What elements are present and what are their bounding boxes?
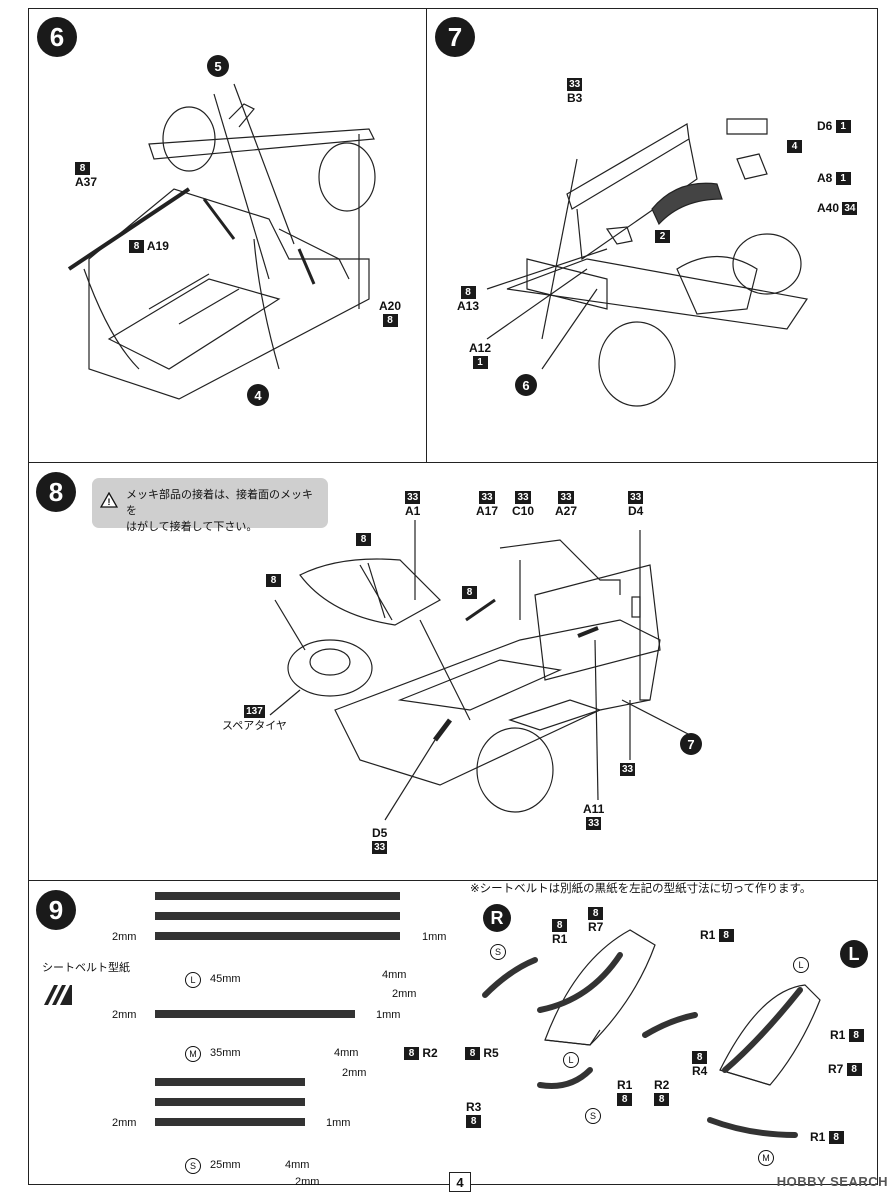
part-ref-5: 5 xyxy=(207,55,229,77)
dim-length-m: 35mm xyxy=(210,1047,241,1059)
belt-strip-s1 xyxy=(155,1078,305,1086)
dim-tip-s: 1mm xyxy=(326,1117,351,1129)
label-a19: 8 A19 xyxy=(129,239,169,254)
caution-note: ! メッキ部品の接着は、接着面のメッキを はがして接着して下さい。 xyxy=(92,478,328,533)
dim-2mm-s: 2mm xyxy=(295,1176,320,1188)
label-d6: D6 1 xyxy=(817,119,851,134)
size-m-marker-l: M xyxy=(758,1150,774,1166)
label-a37: 8 A37 xyxy=(75,162,98,190)
label-r5: 8 R5 xyxy=(465,1046,499,1061)
label-r3: R3 8 xyxy=(466,1100,482,1129)
step-7-number: 7 xyxy=(435,17,475,57)
label-a20: A20 8 xyxy=(379,299,402,328)
label-r2-a: 8 R2 xyxy=(404,1046,438,1061)
label-r2-b: R2 8 xyxy=(654,1078,670,1107)
warning-icon: ! xyxy=(100,492,118,508)
step-6-number: 6 xyxy=(37,17,77,57)
size-s-label: S xyxy=(185,1158,201,1174)
label-r1-a: 8 R1 xyxy=(552,919,568,947)
label-a13: 8 A13 xyxy=(457,286,480,314)
belt-strip-l3 xyxy=(155,932,400,940)
size-s-marker-r: S xyxy=(490,944,506,960)
label-r1-e: R1 8 xyxy=(810,1130,844,1145)
belt-strip-s3 xyxy=(155,1118,305,1126)
belt-strip-l2 xyxy=(155,912,400,920)
step-6-panel: 6 5 8 A37 8 A19 A20 8 4 xyxy=(28,8,428,463)
size-s-marker-r2: S xyxy=(585,1108,601,1124)
side-left-marker: L xyxy=(840,940,868,968)
size-l-label: L xyxy=(185,972,201,988)
dim-width-l: 2mm xyxy=(112,931,137,943)
label-a40: A40 34 xyxy=(817,201,858,216)
label-r4: 8 R4 xyxy=(692,1051,708,1079)
belt-strip-m xyxy=(155,1010,355,1018)
label-r1-b: R1 8 xyxy=(700,928,734,943)
label-d4: 33 D4 xyxy=(628,491,644,519)
label-d5: D5 33 xyxy=(372,826,388,855)
label-part-2: 2 xyxy=(655,229,670,244)
label-33: 33 xyxy=(620,763,636,777)
step-9-panel xyxy=(28,880,878,1185)
seatbelt-template-label: シートベルト型紙 xyxy=(42,962,130,974)
dim-width-s: 2mm xyxy=(112,1117,137,1129)
dim-tip-m: 1mm xyxy=(376,1009,401,1021)
step-9-number: 9 xyxy=(36,890,76,930)
label-a11: A11 33 xyxy=(583,802,605,831)
label-8-tire: 8 xyxy=(266,573,281,588)
side-right-marker: R xyxy=(483,904,511,932)
dim-4mm-s: 4mm xyxy=(285,1159,310,1171)
step-7-illustration xyxy=(486,118,809,407)
part-ref-6: 6 xyxy=(515,374,537,396)
size-l-marker-l: L xyxy=(793,957,809,973)
dim-4mm-l: 4mm xyxy=(382,969,407,981)
label-8-a17: 8 xyxy=(462,585,477,600)
label-a8: A8 1 xyxy=(817,171,851,186)
label-part-4: 4 xyxy=(787,139,802,154)
dim-length-l: 45mm xyxy=(210,973,241,985)
label-a1: 33 A1 xyxy=(405,491,421,519)
label-r7-b: R7 8 xyxy=(828,1062,862,1077)
logo-icon xyxy=(44,985,72,1005)
label-spare-tire: 137 スペアタイヤ xyxy=(222,705,287,733)
label-r7-a: 8 R7 xyxy=(588,907,604,935)
size-m-label: M xyxy=(185,1046,201,1062)
belt-strip-s2 xyxy=(155,1098,305,1106)
part-ref-7: 7 xyxy=(680,733,702,755)
label-a17: 33 A17 xyxy=(476,491,499,519)
dim-2mm-m: 2mm xyxy=(342,1067,367,1079)
label-r1-d: R1 8 xyxy=(830,1028,864,1043)
label-c10: 33 C10 xyxy=(512,491,535,519)
label-a27: 33 A27 xyxy=(555,491,578,519)
label-r1-c: R1 8 xyxy=(617,1078,633,1107)
part-ref-4: 4 xyxy=(247,384,269,406)
belt-strip-l1 xyxy=(155,892,400,900)
step-6-illustration xyxy=(67,83,376,400)
dim-length-s: 25mm xyxy=(210,1159,241,1171)
svg-text:!: ! xyxy=(108,497,111,507)
label-b3: 33 B3 xyxy=(567,78,583,106)
label-8-cover: 8 xyxy=(356,532,371,547)
dim-4mm-m: 4mm xyxy=(334,1047,359,1059)
label-a12: A12 1 xyxy=(469,341,492,370)
seatbelt-note: ※シートベルトは別紙の黒紙を左記の型紙寸法に切って作ります。 xyxy=(470,883,812,895)
step-7-panel: 7 33 B3 D6 1 4 A8 1 A40 34 2 8 A13 A12 1… xyxy=(426,8,878,463)
watermark: HOBBY SEARCH xyxy=(776,1174,888,1189)
dim-2mm-l: 2mm xyxy=(392,988,417,1000)
size-l-marker-r: L xyxy=(563,1052,579,1068)
dim-width-m: 2mm xyxy=(112,1009,137,1021)
dim-tip-l: 1mm xyxy=(422,931,447,943)
page-number: 4 xyxy=(449,1172,471,1192)
step-8-number: 8 xyxy=(36,472,76,512)
